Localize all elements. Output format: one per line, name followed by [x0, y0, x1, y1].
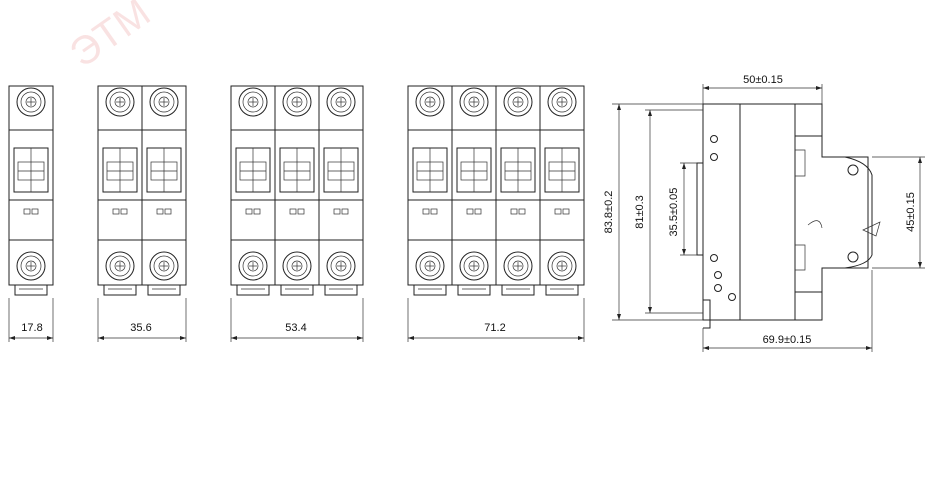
- front-view-2-pole: [97, 85, 187, 342]
- width-label-3-pole: 53.4: [285, 322, 306, 334]
- front-view-3-pole: [230, 85, 364, 342]
- width-label-2-pole: 35.6: [130, 322, 151, 334]
- width-label-4-pole: 71.2: [484, 322, 505, 334]
- dim-top-width: 50±0.15: [743, 74, 783, 86]
- terminal-screw-icon: [415, 87, 445, 117]
- terminal-screw-icon: [547, 87, 577, 117]
- terminal-screw-icon: [282, 251, 312, 281]
- terminal-screw-icon: [503, 251, 533, 281]
- terminal-screw-icon: [238, 251, 268, 281]
- terminal-screw-icon: [149, 251, 179, 281]
- terminal-screw-icon: [326, 87, 356, 117]
- watermark: ЭТМ: [62, 0, 158, 76]
- front-view-4-pole: [407, 85, 585, 342]
- dim-total-height: 83.8±0.2: [603, 191, 615, 234]
- front-view-1-pole: [8, 85, 54, 342]
- terminal-screw-icon: [503, 87, 533, 117]
- terminal-screw-icon: [105, 87, 135, 117]
- side-view: [612, 84, 925, 352]
- dim-right-height: 45±0.15: [905, 192, 917, 232]
- terminal-screw-icon: [105, 251, 135, 281]
- terminal-screw-icon: [282, 87, 312, 117]
- terminal-screw-icon: [326, 251, 356, 281]
- dim-bottom-depth: 69.9±0.15: [763, 334, 812, 346]
- terminal-screw-icon: [459, 251, 489, 281]
- terminal-screw-icon: [415, 251, 445, 281]
- terminal-screw-icon: [547, 251, 577, 281]
- dim-body-height: 81±0.3: [634, 195, 646, 229]
- dim-rail-height: 35.5±0.05: [668, 188, 680, 237]
- terminal-screw-icon: [238, 87, 268, 117]
- width-label-1-pole: 17.8: [21, 322, 42, 334]
- terminal-screw-icon: [459, 87, 489, 117]
- terminal-screw-icon: [16, 251, 46, 281]
- terminal-screw-icon: [149, 87, 179, 117]
- terminal-screw-icon: [16, 87, 46, 117]
